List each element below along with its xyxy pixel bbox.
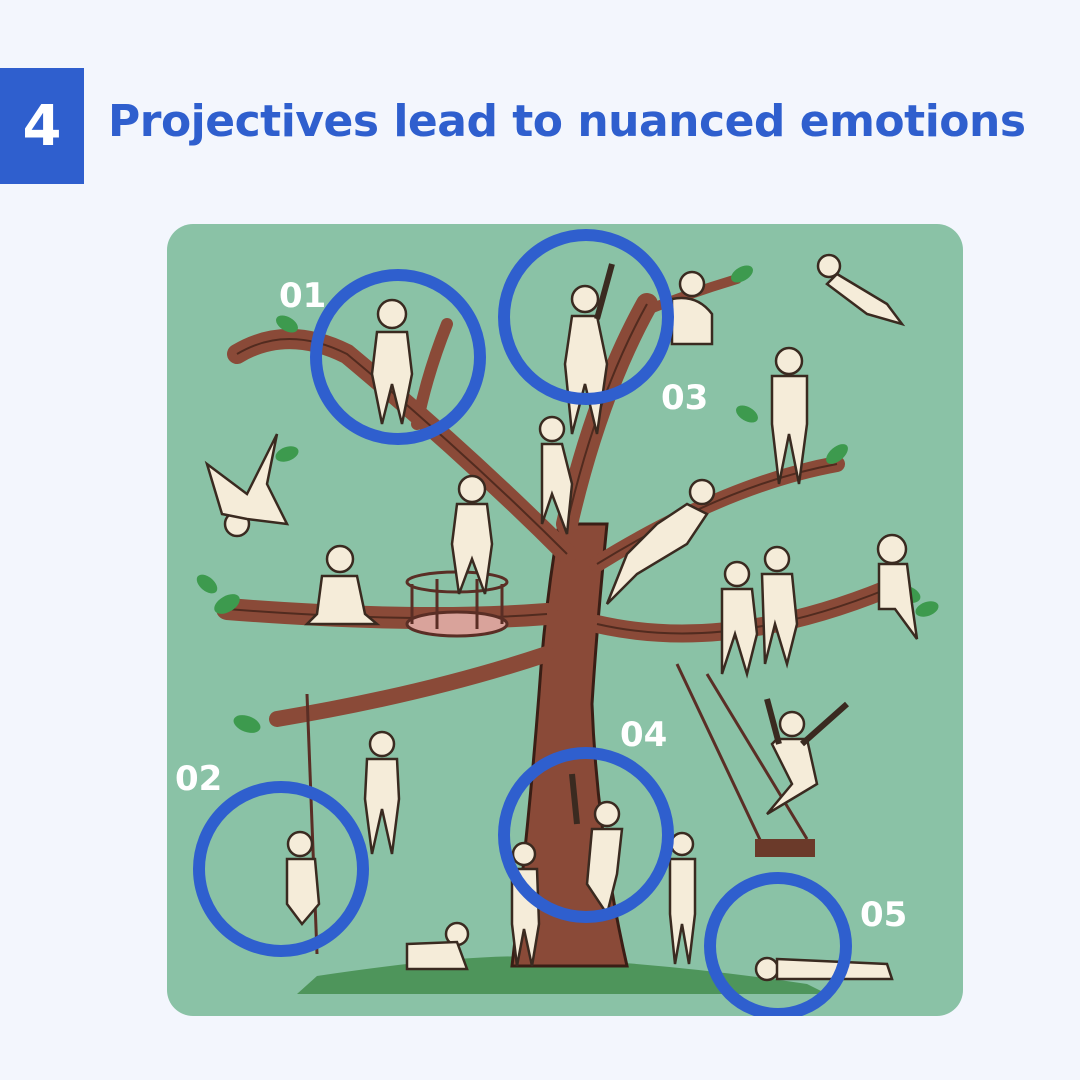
section-number-badge: 4 bbox=[0, 68, 84, 184]
highlight-label-05: 05 bbox=[860, 895, 908, 935]
blob-tree-illustration: 01 02 03 04 05 bbox=[167, 224, 963, 1016]
highlight-circle-02 bbox=[193, 781, 369, 957]
highlight-circle-01 bbox=[310, 269, 486, 445]
highlight-circle-05 bbox=[704, 872, 852, 1016]
highlight-label-01: 01 bbox=[279, 276, 327, 316]
highlight-overlay bbox=[193, 229, 852, 1016]
highlight-circle-03 bbox=[498, 229, 674, 405]
section-number: 4 bbox=[22, 93, 62, 159]
tree-scene bbox=[196, 253, 939, 994]
highlight-circle-04 bbox=[498, 747, 674, 923]
highlight-label-02: 02 bbox=[175, 759, 223, 799]
highlight-label-04: 04 bbox=[620, 715, 668, 755]
page-title: Projectives lead to nuanced emotions bbox=[108, 96, 1026, 147]
highlight-label-03: 03 bbox=[661, 378, 709, 418]
